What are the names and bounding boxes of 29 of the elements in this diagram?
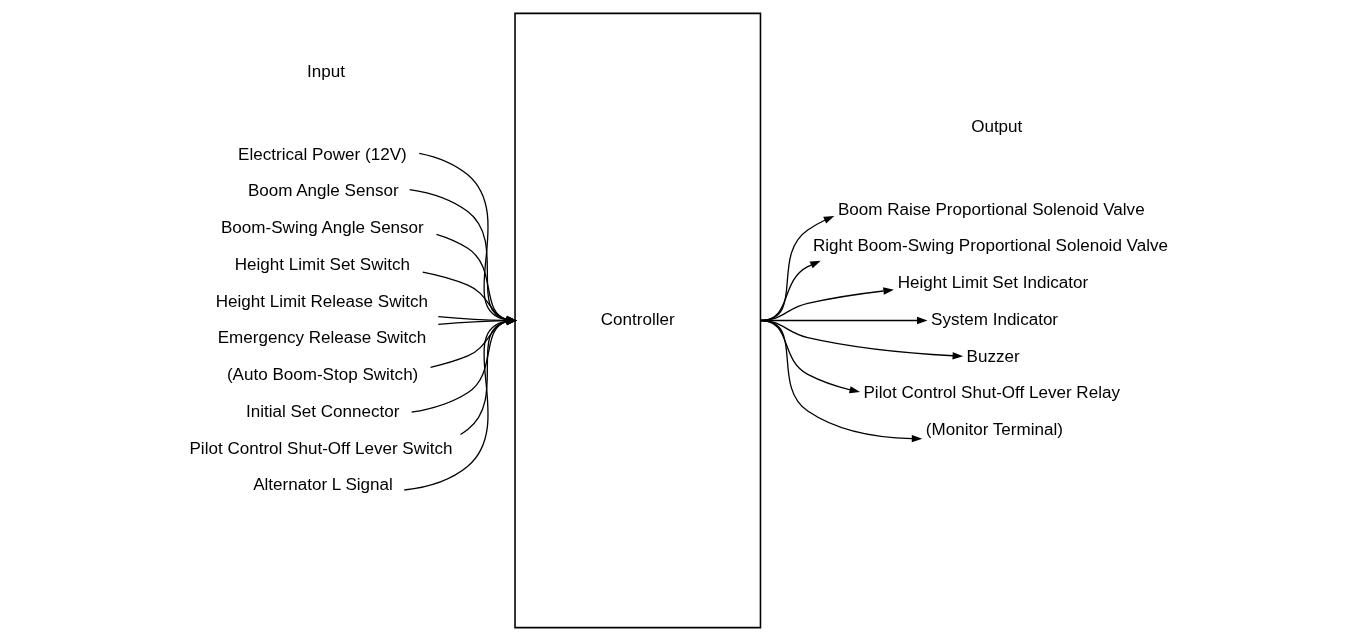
node-text: Boom Raise Proportional Solenoid Valve <box>837 199 1145 219</box>
node-text: Right Boom-Swing Proportional Solenoid Valve <box>812 236 1169 256</box>
arrow <box>409 188 517 324</box>
node-text: Alternator L Signal <box>253 475 393 495</box>
node-text: Electrical Power (12V) <box>238 144 407 164</box>
arrow <box>435 233 517 324</box>
arrow <box>422 271 517 324</box>
node-text: Pilot Control Shut-Off Lever Relay <box>863 383 1120 403</box>
arrow <box>759 319 923 443</box>
arrow <box>459 317 517 436</box>
node-text: (Auto Boom-Stop Switch) <box>226 365 419 385</box>
arrow <box>403 317 517 491</box>
node-text: Pilot Control Shut-Off Lever Switch <box>189 438 453 458</box>
label: Output <box>971 117 1023 137</box>
node-text: (Monitor Terminal) <box>925 420 1063 440</box>
node-text: Height Limit Set Indicator <box>897 273 1089 293</box>
node-text: Boom-Swing Angle Sensor <box>221 218 424 238</box>
arrow <box>429 317 517 368</box>
node-box: Controller <box>514 12 762 629</box>
arrow <box>418 152 517 324</box>
node-text: Height Limit Release Switch <box>215 291 428 311</box>
node-text: Emergency Release Switch <box>217 328 427 348</box>
node-text: Height Limit Set Switch <box>234 254 411 274</box>
node-text: System Indicator <box>931 309 1059 329</box>
arrow <box>410 317 517 413</box>
label: Input <box>307 61 345 81</box>
node-text: Boom Angle Sensor <box>247 181 399 201</box>
node-text: Buzzer <box>966 346 1020 366</box>
node-text: Initial Set Connector <box>245 401 400 421</box>
